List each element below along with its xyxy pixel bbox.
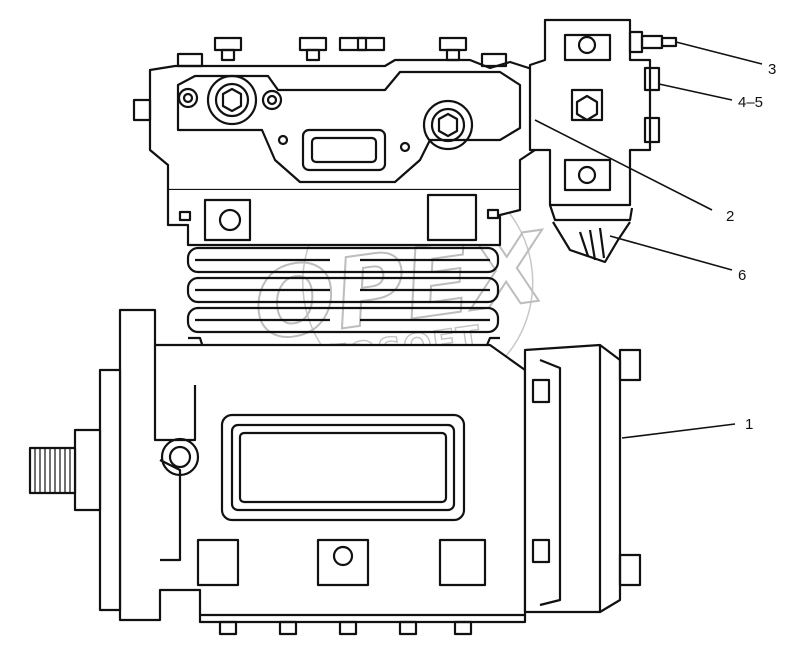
callout-label-1: 1 bbox=[745, 416, 753, 433]
crankcase bbox=[118, 308, 527, 636]
front-flange-and-shaft bbox=[28, 368, 182, 612]
governor-block bbox=[528, 18, 678, 264]
leader-lines bbox=[534, 41, 763, 439]
leader-line-3 bbox=[675, 41, 763, 65]
compressor-drawing bbox=[28, 18, 763, 636]
callout-label-3: 3 bbox=[768, 61, 776, 78]
cylinder-head bbox=[132, 36, 537, 192]
callout-labels: 1 2 3 4–5 6 bbox=[726, 61, 776, 433]
callout-label-4-5: 4–5 bbox=[738, 94, 763, 111]
callout-label-2: 2 bbox=[726, 208, 734, 225]
leader-line-4-5 bbox=[658, 83, 733, 101]
cylinder-block bbox=[166, 190, 522, 387]
leader-line-6 bbox=[609, 235, 733, 271]
callout-label-6: 6 bbox=[738, 267, 746, 284]
leader-line-2 bbox=[534, 119, 713, 211]
rear-end-cover bbox=[523, 343, 642, 614]
leader-line-1 bbox=[621, 423, 736, 439]
